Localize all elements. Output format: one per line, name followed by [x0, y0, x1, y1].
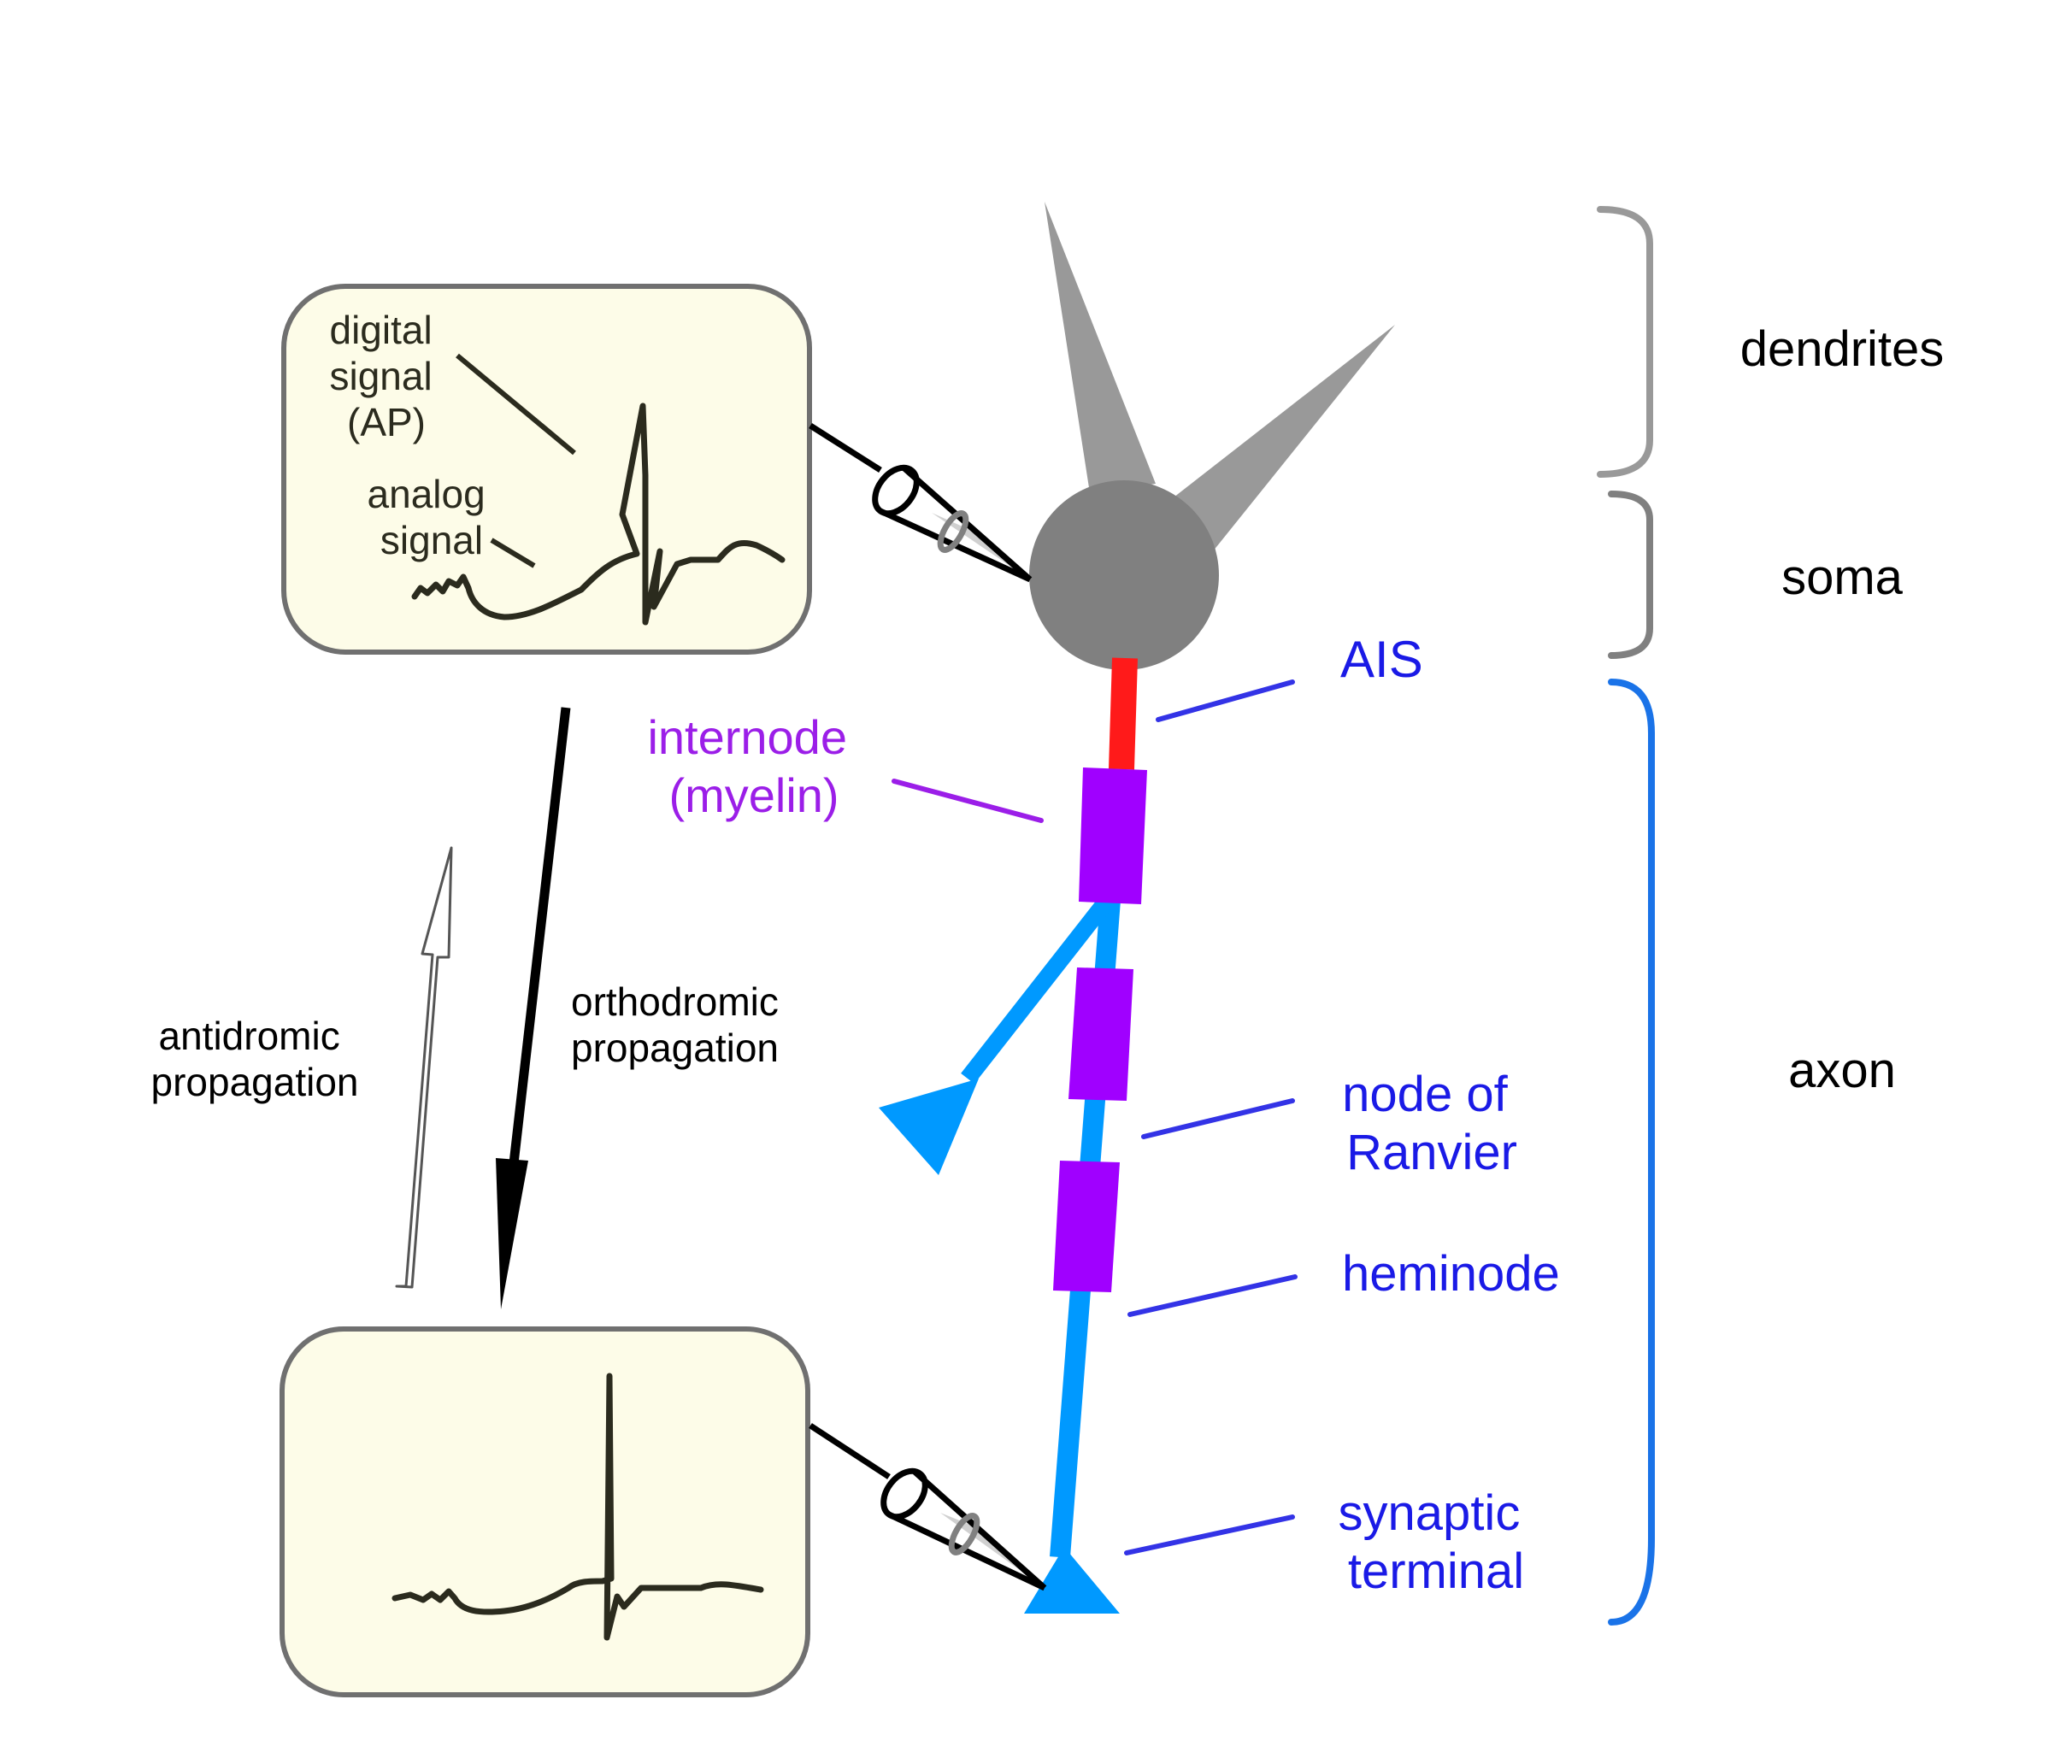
antidromic-line1: antidromic — [159, 1014, 340, 1058]
internode-1 — [1079, 767, 1147, 904]
axon-bracket — [1608, 679, 1655, 1626]
orthodromic-arrow-head — [496, 1158, 528, 1309]
recording-box-bottom — [280, 1326, 810, 1697]
recording-pipette-icon — [809, 423, 1033, 583]
collateral-terminal — [879, 1079, 979, 1175]
heminode-leader — [1127, 1274, 1298, 1317]
antidromic-arrow — [395, 846, 453, 1289]
axon-initial-segment — [1109, 657, 1138, 770]
leader-lines — [892, 679, 1298, 1555]
hollow-arrow-up-icon — [395, 846, 453, 1289]
label-internode-line2: (myelin) — [668, 768, 839, 822]
soma — [1029, 480, 1219, 670]
solid-arrow-down-icon — [496, 707, 571, 1309]
trace-bottom — [391, 1373, 764, 1641]
label-terminal-line1: synaptic — [1339, 1485, 1521, 1541]
region-label-soma: soma — [1781, 550, 1904, 605]
recording-bottom — [280, 1326, 1047, 1697]
label-node-line2: Ranvier — [1346, 1125, 1517, 1180]
electrode-opening-top — [872, 464, 920, 517]
digital-signal-line1: digital — [330, 308, 433, 352]
electrode-edge-upper-bottom — [912, 1469, 1047, 1591]
recording-pipette-icon — [809, 1423, 1047, 1591]
dendrite-left — [1045, 202, 1156, 493]
electrode-edge-lower-bottom — [887, 1511, 1046, 1591]
analog-signal-pointer — [490, 538, 536, 568]
orthodromic-line2: propagation — [571, 1026, 779, 1070]
electrode-wire-bottom — [809, 1423, 891, 1479]
label-internode: internode (myelin) — [647, 710, 860, 822]
dendrites-bracket — [1597, 206, 1653, 478]
label-terminal-line2: terminal — [1348, 1544, 1524, 1599]
electrode-tip-fill-bottom — [940, 1513, 1045, 1588]
internode-leader — [892, 779, 1044, 823]
recording-top: digital signal (AP) analog signal — [281, 284, 1033, 655]
terminal-leader — [1124, 1514, 1295, 1555]
digital-signal-line3: (AP) — [347, 400, 426, 444]
soma-bracket — [1608, 491, 1653, 659]
orthodromic-line1: orthodromic — [571, 979, 779, 1024]
region-label-dendrites: dendrites — [1740, 321, 1945, 377]
analog-signal-line1: analog — [368, 472, 486, 516]
electrode-tip-fill-top — [932, 513, 1030, 579]
label-node-of-ranvier: node of Ranvier — [1342, 1067, 1522, 1180]
axon-collateral — [961, 891, 1116, 1085]
antidromic-label: antidromic propagation — [151, 1014, 359, 1104]
neuron — [879, 202, 1395, 1614]
analog-signal-label: analog signal — [368, 472, 497, 562]
orthodromic-arrow-shaft — [508, 707, 571, 1172]
label-internode-line1: internode — [647, 710, 847, 764]
label-ais: AIS — [1340, 631, 1423, 688]
label-node-line1: node of — [1342, 1067, 1508, 1122]
antidromic-line2: propagation — [151, 1060, 359, 1104]
electrode-electrode-top — [937, 510, 969, 553]
synaptic-terminal — [1024, 1547, 1120, 1614]
label-synaptic-terminal: synaptic terminal — [1339, 1485, 1534, 1599]
node-leader — [1141, 1098, 1295, 1139]
label-heminode: heminode — [1342, 1246, 1560, 1302]
digital-signal-label: digital signal (AP) — [330, 308, 444, 444]
region-label-axon: axon — [1788, 1043, 1896, 1098]
digital-signal-pointer — [456, 353, 576, 456]
electrode-wire-top — [809, 423, 882, 473]
orthodromic-label: orthodromic propagation — [571, 979, 790, 1070]
digital-signal-line2: signal — [330, 354, 433, 398]
ais-leader — [1156, 679, 1295, 722]
electrode-electrode-bottom — [948, 1513, 980, 1555]
dendrite-right — [1158, 325, 1395, 556]
analog-signal-line2: signal — [380, 518, 483, 562]
internode-2 — [1068, 967, 1133, 1101]
trace-top — [411, 403, 786, 626]
internode-3 — [1053, 1161, 1120, 1292]
